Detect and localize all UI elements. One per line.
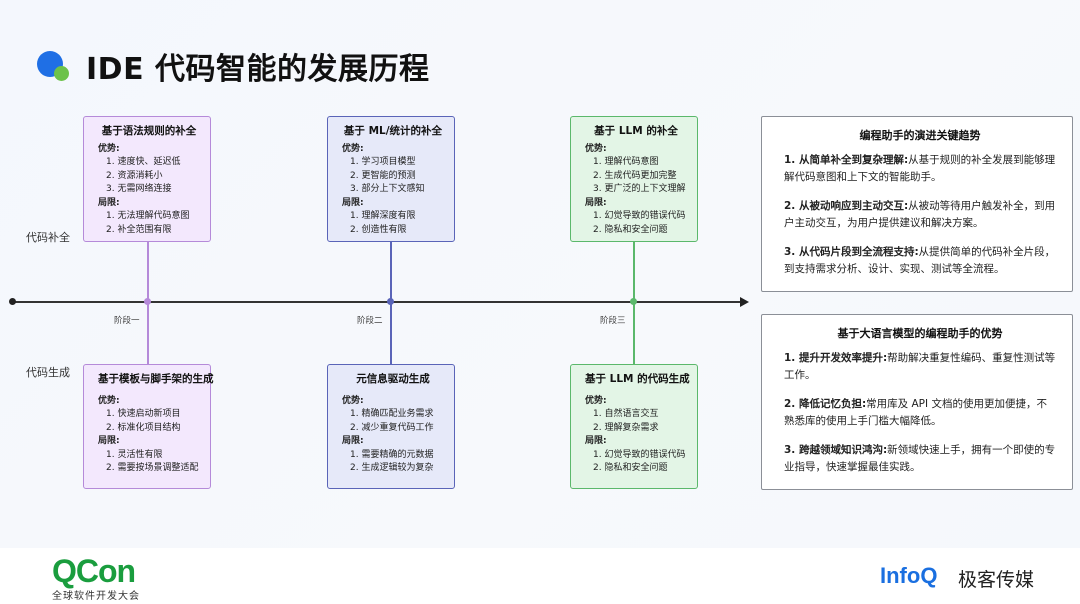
qcon-subtitle: 全球软件开发大会 (52, 591, 140, 602)
limitations-label: 局限: (342, 197, 364, 208)
list-item: 1. 学习项目模型 (350, 157, 416, 167)
row-label-completion: 代码补全 (26, 231, 70, 244)
list-item: 1. 需要精确的元数据 (350, 449, 434, 460)
card-title: 基于 LLM 的代码生成 (585, 373, 690, 385)
list-item: 2. 生成逻辑较为复杂 (350, 463, 434, 473)
advantages-label: 优势: (342, 143, 364, 154)
item-body: 从基于规则的补全发展到能够理解代码意图和上下文的智能助手。 (784, 154, 1056, 183)
list-item: 1. 幻觉导致的错误代码 (593, 449, 686, 460)
limitations-label: 局限: (98, 197, 120, 208)
list-item: 2. 理解复杂需求 (593, 422, 659, 433)
list-item: 1. 自然语言交互 (593, 409, 659, 419)
list-item: 2. 资源消耗小 (106, 170, 163, 181)
list-item: 3. 从代码片段到全流程支持:从提供简单的代码补全片段，到支持需求分析、设计、实… (784, 244, 1056, 278)
stage-2-node (387, 298, 394, 305)
list-item: 1. 提升开发效率提升:帮助解决重复性编码、重复性测试等工作。 (784, 350, 1056, 384)
limitations-label: 局限: (585, 436, 607, 446)
item-heading: 2. 降低记忆负担: (784, 398, 867, 410)
stage-label-2: 阶段二 (357, 316, 383, 326)
list-item: 1. 精确匹配业务需求 (350, 409, 434, 419)
item-body: 新领域快速上手，拥有一个即使的专业指导，快速掌握最佳实践。 (784, 444, 1056, 473)
item-heading: 1. 从简单补全到复杂理解: (784, 154, 909, 166)
list-item: 1. 灵活性有限 (106, 449, 163, 460)
list-item: 2. 需要按场景调整适配 (106, 463, 199, 473)
list-item: 2. 减少重复代码工作 (350, 422, 434, 433)
list-item: 3. 无需网络连接 (106, 184, 172, 194)
list-item: 2. 更智能的预测 (350, 170, 416, 181)
advantages-label: 优势: (585, 143, 607, 154)
limitations-label: 局限: (585, 197, 607, 208)
list-item: 2. 从被动响应到主动交互:从被动等待用户触发补全，到用户主动交互，为用户提供建… (784, 198, 1056, 232)
stage-3-node (630, 298, 637, 305)
limitations-label: 局限: (98, 436, 120, 446)
panel-title: 基于大语言模型的编程助手的优势 (837, 327, 1003, 340)
list-item: 1. 无法理解代码意图 (106, 211, 190, 221)
card-title: 基于模板与脚手架的生成 (98, 373, 214, 385)
card-ml-completion: 基于 ML/统计的补全 优势: 1. 学习项目模型 2. 更智能的预测 3. 部… (327, 116, 455, 242)
list-item: 1. 理解深度有限 (350, 211, 416, 221)
list-item: 3. 部分上下文感知 (350, 184, 425, 194)
card-llm-generation: 基于 LLM 的代码生成 优势: 1. 自然语言交互 2. 理解复杂需求 局限:… (570, 364, 698, 489)
list-item: 1. 从简单补全到复杂理解:从基于规则的补全发展到能够理解代码意图和上下文的智能… (784, 152, 1056, 186)
item-heading: 3. 跨越领域知识鸿沟: (784, 444, 888, 456)
infoq-logo: InfoQ (880, 563, 938, 588)
advantages-label: 优势: (342, 395, 364, 406)
row-label-generation: 代码生成 (26, 366, 70, 379)
card-title: 元信息驱动生成 (356, 373, 430, 385)
advantages-label: 优势: (585, 395, 607, 406)
list-item: 2. 隐私和安全问题 (593, 224, 668, 235)
card-llm-completion: 基于 LLM 的补全 优势: 1. 理解代码意图 2. 生成代码更加完整 3. … (570, 116, 698, 242)
item-body: 从提供简单的代码补全片段，到支持需求分析、设计、实现、测试等全流程。 (784, 246, 1056, 275)
card-title: 基于 LLM 的补全 (594, 125, 678, 137)
list-item: 3. 跨越领域知识鸿沟:新领域快速上手，拥有一个即使的专业指导，快速掌握最佳实践… (784, 442, 1056, 476)
stage-label-3: 阶段三 (600, 316, 626, 326)
list-item: 1. 快速启动新项目 (106, 409, 181, 419)
jike-media-logo: 极客传媒 (958, 569, 1035, 591)
list-item: 2. 补全范围有限 (106, 224, 172, 235)
advantages-label: 优势: (98, 395, 120, 406)
footer (0, 548, 1080, 604)
item-heading: 2. 从被动响应到主动交互: (784, 200, 909, 212)
timeline-arrow-icon (740, 297, 749, 307)
panel-key-trends: 编程助手的演进关键趋势 1. 从简单补全到复杂理解:从基于规则的补全发展到能够理… (761, 116, 1073, 292)
stage-1-node (144, 298, 151, 305)
item-heading: 3. 从代码片段到全流程支持: (784, 246, 919, 258)
list-item: 2. 隐私和安全问题 (593, 463, 668, 473)
item-body: 从被动等待用户触发补全，到用户主动交互，为用户提供建议和解决方案。 (784, 200, 1056, 229)
timeline-axis (12, 301, 742, 303)
list-item: 2. 标准化项目结构 (106, 422, 181, 433)
item-body: 常用库及 API 文档的使用更加便捷，不熟悉库的使用上手门槛大幅降低。 (784, 398, 1047, 427)
card-title: 基于语法规则的补全 (101, 125, 197, 137)
qcon-logo: QCon (52, 553, 136, 589)
list-item: 3. 更广泛的上下文理解 (593, 184, 686, 194)
stage-label-1: 阶段一 (114, 316, 140, 326)
item-heading: 1. 提升开发效率提升: (784, 352, 888, 364)
title-bullet-accent-icon (54, 66, 69, 81)
list-item: 2. 创造性有限 (350, 224, 407, 235)
advantages-label: 优势: (98, 143, 120, 154)
list-item: 2. 降低记忆负担:常用库及 API 文档的使用更加便捷，不熟悉库的使用上手门槛… (784, 396, 1056, 430)
card-template-generation: 基于模板与脚手架的生成 优势: 1. 快速启动新项目 2. 标准化项目结构 局限… (83, 364, 214, 489)
panel-title: 编程助手的演进关键趋势 (859, 129, 981, 142)
limitations-label: 局限: (342, 436, 364, 446)
item-body: 帮助解决重复性编码、重复性测试等工作。 (784, 352, 1056, 381)
list-item: 2. 生成代码更加完整 (593, 170, 677, 181)
list-item: 1. 幻觉导致的错误代码 (593, 211, 686, 221)
card-syntax-completion: 基于语法规则的补全 优势: 1. 速度快、延迟低 2. 资源消耗小 3. 无需网… (83, 116, 211, 242)
list-item: 1. 理解代码意图 (593, 157, 659, 167)
list-item: 1. 速度快、延迟低 (106, 157, 181, 167)
card-metadata-generation: 元信息驱动生成 优势: 1. 精确匹配业务需求 2. 减少重复代码工作 局限: … (327, 364, 455, 489)
timeline-start-dot (9, 298, 16, 305)
card-title: 基于 ML/统计的补全 (343, 125, 443, 137)
panel-llm-advantages: 基于大语言模型的编程助手的优势 1. 提升开发效率提升:帮助解决重复性编码、重复… (761, 314, 1073, 490)
page-title: IDE 代码智能的发展历程 (86, 52, 430, 87)
